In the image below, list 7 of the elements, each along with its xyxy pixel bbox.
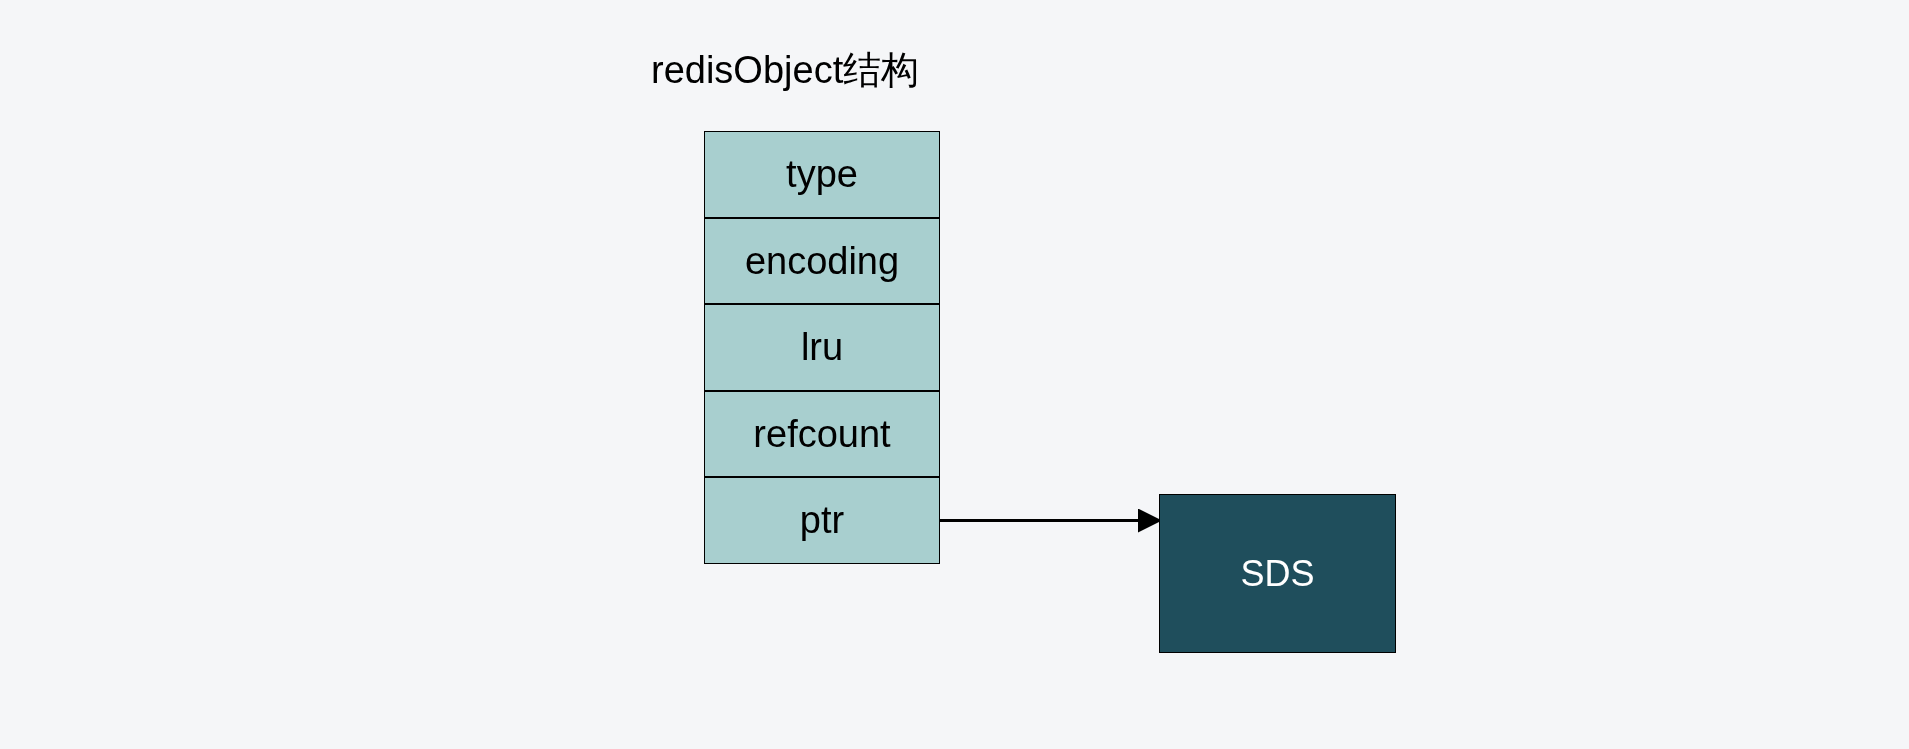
field-row: encoding xyxy=(704,218,940,304)
field-row: ptr xyxy=(704,477,940,564)
field-row: type xyxy=(704,131,940,218)
data-box: SDS xyxy=(1159,494,1396,653)
field-row: lru xyxy=(704,304,940,391)
field-row: refcount xyxy=(704,391,940,477)
diagram-title: redisObject结构 xyxy=(651,48,920,93)
